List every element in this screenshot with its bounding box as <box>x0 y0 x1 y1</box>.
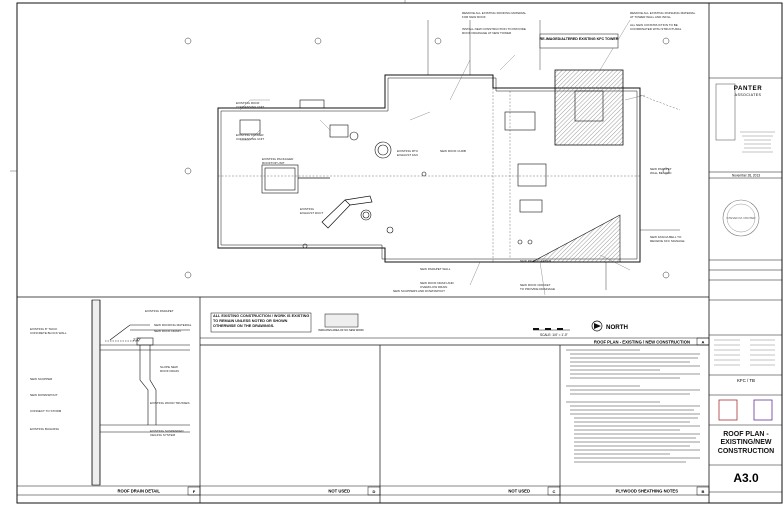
seal-icon <box>722 199 760 237</box>
svg-text:CONCRETE BLOCK WALL: CONCRETE BLOCK WALL <box>30 331 67 335</box>
sheet-number: A3.0 <box>733 471 759 485</box>
svg-text:EXHAUST FAN: EXHAUST FAN <box>397 153 418 157</box>
svg-text:AT TOWER WALL AND INFILL: AT TOWER WALL AND INFILL <box>630 15 671 19</box>
plywood-notes-title: PLYWOOD SHEATHING NOTES <box>616 489 679 494</box>
svg-text:NEW ROOF DRAIN AND: NEW ROOF DRAIN AND <box>420 281 455 285</box>
svg-text:TO PROVIDE DRAINAGE: TO PROVIDE DRAINAGE <box>520 287 555 291</box>
svg-text:F: F <box>193 489 196 494</box>
svg-text:NEW PARAPET WALL: NEW PARAPET WALL <box>420 267 451 271</box>
svg-text:FOR NEW ROOF: FOR NEW ROOF <box>462 15 486 19</box>
svg-text:NEW DOWNSPOUT: NEW DOWNSPOUT <box>30 393 58 397</box>
svg-text:CONNECT TO STORM: CONNECT TO STORM <box>30 409 62 413</box>
seal-name: STEVEN M. PANTER <box>727 216 757 220</box>
svg-text:EXISTING 8" THICK: EXISTING 8" THICK <box>30 327 57 331</box>
svg-text:EXISTING PARAPET: EXISTING PARAPET <box>145 309 174 313</box>
svg-text:CEILING SYSTEM: CEILING SYSTEM <box>150 433 176 437</box>
svg-text:C: C <box>553 489 556 494</box>
taco-bell-logo-icon <box>753 399 773 421</box>
svg-text:ROOF DRAINAGE AT NEW TOWER: ROOF DRAINAGE AT NEW TOWER <box>462 31 512 35</box>
svg-text:B: B <box>702 489 705 494</box>
svg-text:ROOFTOP UNIT: ROOFTOP UNIT <box>262 161 285 165</box>
svg-text:EXISTING: EXISTING <box>300 207 315 211</box>
svg-text:NEW ROOFING MATERIAL: NEW ROOFING MATERIAL <box>154 323 192 327</box>
svg-text:EXISTING WOOD TRUSSES: EXISTING WOOD TRUSSES <box>150 401 189 405</box>
svg-text:WALL BEYOND: WALL BEYOND <box>650 171 672 175</box>
svg-text:REMOVE ALL EXISTING FINISHING: REMOVE ALL EXISTING FINISHING MATERIAL <box>630 11 696 15</box>
svg-text:NEW ROOF DRAIN: NEW ROOF DRAIN <box>154 329 181 333</box>
svg-text:NEW SCUPPERS AND DOWNSPOUT: NEW SCUPPERS AND DOWNSPOUT <box>393 289 445 293</box>
svg-text:NEW FASCIA BELL TO: NEW FASCIA BELL TO <box>650 235 682 239</box>
svg-text:NEW PAVED GARDEN: NEW PAVED GARDEN <box>520 259 551 263</box>
north-arrow-icon <box>591 320 603 332</box>
svg-text:EXHAUST DUCT: EXHAUST DUCT <box>300 211 323 215</box>
svg-text:ASSOCIATES: ASSOCIATES <box>735 93 762 97</box>
svg-text:SLOPE NEW: SLOPE NEW <box>160 365 178 369</box>
svg-text:COORDINATED WITH STRUCTURAL: COORDINATED WITH STRUCTURAL <box>630 27 682 31</box>
svg-text:EXISTING SUSPENDED: EXISTING SUSPENDED <box>150 429 184 433</box>
roof-drain-detail-title: ROOF DRAIN DETAIL <box>118 489 161 494</box>
scale-label: SCALE: 1/4" = 1'-0" <box>540 333 568 337</box>
svg-text:RECEIVE KFC SIGNAGE: RECEIVE KFC SIGNAGE <box>650 239 685 243</box>
tower-label: RE-IMAGED/ALTERED EXISTING KFC TOWER <box>540 37 619 41</box>
svg-text:EXISTING RTU: EXISTING RTU <box>397 149 418 153</box>
north-label: NORTH <box>606 324 629 331</box>
svg-text:A: A <box>702 340 705 345</box>
svg-text:NEW SCUPPER: NEW SCUPPER <box>30 377 53 381</box>
not-used-title-c: NOT USED <box>508 489 530 494</box>
main-drawing-title: ROOF PLAN - EXISTING / NEW CONSTRUCTION <box>594 340 690 345</box>
svg-text:NEW PARAPET: NEW PARAPET <box>650 167 672 171</box>
svg-text:NEW ROOF CRICKET: NEW ROOF CRICKET <box>520 283 551 287</box>
sheet-title: ROOF PLAN - EXISTING/NEW CONSTRUCTION <box>717 431 775 455</box>
svg-text:EXISTING ROOF: EXISTING ROOF <box>236 101 260 105</box>
kfc-logo-icon <box>718 399 738 421</box>
svg-text:EXISTING BUILDING: EXISTING BUILDING <box>30 427 60 431</box>
project-name: KFC / TB <box>737 378 755 383</box>
existing-construction-note: ALL EXISTING CONSTRUCTION / WORK IS EXIS… <box>213 314 310 328</box>
svg-text:NEW ROOF CURB: NEW ROOF CURB <box>440 149 466 153</box>
dimension-label: 2'-0" <box>133 337 142 342</box>
svg-text:EXISTING PACKAGED: EXISTING PACKAGED <box>262 157 294 161</box>
svg-text:CONDENSING UNIT: CONDENSING UNIT <box>236 105 264 109</box>
svg-text:INDICATES AREA OF NO NEW WORK: INDICATES AREA OF NO NEW WORK <box>318 328 364 332</box>
not-used-title-d: NOT USED <box>328 489 350 494</box>
date-stamp: November 26, 2013 <box>732 174 760 178</box>
svg-text:EXISTING COOLER: EXISTING COOLER <box>236 133 264 137</box>
svg-text:ROOF DRAIN: ROOF DRAIN <box>160 369 179 373</box>
svg-text:OVERFLOW DRAIN: OVERFLOW DRAIN <box>420 285 447 289</box>
svg-text:ALL NEW CONSTRUCTION TO BE: ALL NEW CONSTRUCTION TO BE <box>630 23 678 27</box>
svg-text:REMOVE ALL EXISTING ROOFING MA: REMOVE ALL EXISTING ROOFING MATERIAL <box>462 11 527 15</box>
svg-text:CONDENSING UNIT: CONDENSING UNIT <box>236 137 264 141</box>
svg-text:INSTALL NEW CONSTRUCTION TO PR: INSTALL NEW CONSTRUCTION TO PROVIDE <box>462 27 526 31</box>
svg-text:D: D <box>373 489 376 494</box>
firm-logo: PANTER <box>734 85 763 92</box>
